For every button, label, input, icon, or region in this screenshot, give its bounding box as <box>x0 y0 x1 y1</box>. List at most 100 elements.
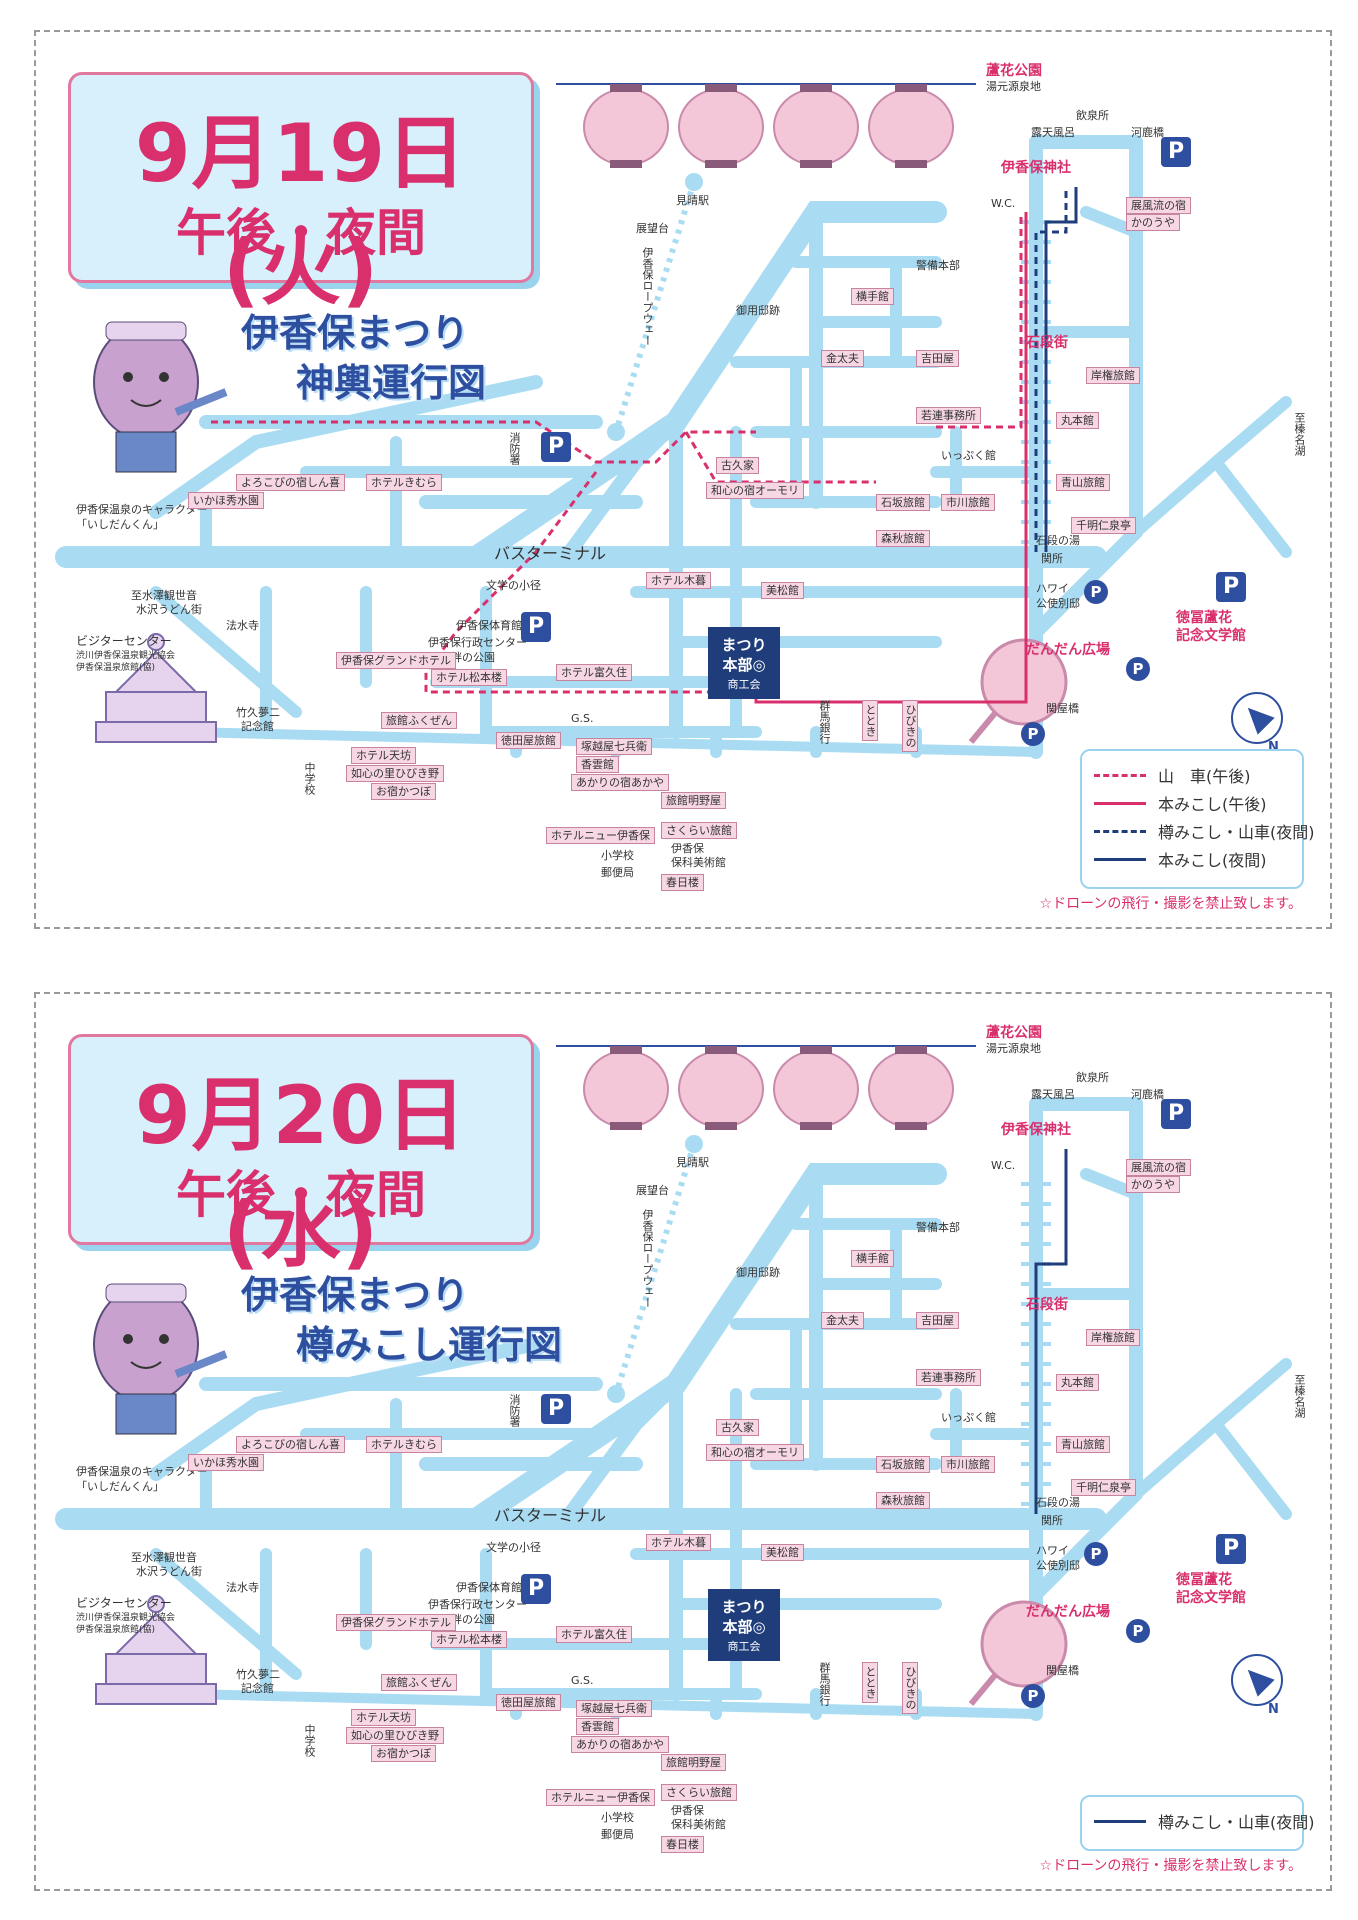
label-totoki: ととき <box>862 700 878 741</box>
map-title-line2: 樽みこし運行図 <box>296 1323 563 1367</box>
parking-icon: P <box>1161 1099 1191 1129</box>
label-inryo: 飲泉所 <box>1076 109 1109 122</box>
label-hawaii: ハワイ <box>1036 1544 1069 1557</box>
label-tenpo: ホテル天坊 <box>351 747 416 764</box>
label-sengen: 千明仁泉亭 <box>1071 517 1136 534</box>
label-newikaho: ホテルニュー伊香保 <box>546 827 655 844</box>
label-shougakkou: 小学校 <box>601 849 634 862</box>
label-ishizaka: 石坂旅館 <box>876 494 930 511</box>
label-goyou: 御用邸跡 <box>736 304 780 317</box>
label-grand: 伊香保グランドホテル <box>336 1614 456 1631</box>
label-tokudaya: 徳田屋旅館 <box>496 732 561 749</box>
legend-item: 本みこし(午後) <box>1094 791 1267 815</box>
label-ishidan: 石段街 <box>1026 335 1068 351</box>
legend-line-swatch <box>1094 773 1146 777</box>
label-kazetsu: お宿かつぼ <box>371 783 436 800</box>
legend-item: 樽みこし・山車(夜間) <box>1094 1809 1315 1833</box>
north-label: N <box>1268 740 1279 755</box>
label-kanouya: かのうや <box>1126 214 1180 231</box>
label-chuugakkou: 中学校 <box>303 762 316 795</box>
ishidan-kun-character <box>93 321 228 473</box>
legend-line-swatch <box>1094 801 1146 805</box>
label-bus-terminal: バスターミナル <box>494 1506 607 1525</box>
label-kouryu: 伊香保行政センター <box>428 636 527 649</box>
route-line <box>1044 187 1078 552</box>
label-haruna: 至榛名湖 <box>1293 412 1306 456</box>
label-wakaren: 若連事務所 <box>916 1369 981 1386</box>
label-ikaho-kanko: ひびきの <box>902 1662 918 1714</box>
label-morihide: 森秋旅館 <box>876 530 930 547</box>
label-meiya: 旅館明野屋 <box>661 792 726 809</box>
label-kimura: ホテルきむら <box>366 474 442 491</box>
label-yumoto: 湯元源泉地 <box>986 1042 1041 1055</box>
map-title-line2: 神輿運行図 <box>296 361 487 405</box>
parking-3-icon: P <box>1084 580 1108 604</box>
parking-icon: P <box>1161 137 1191 167</box>
label-yoshidaya: 吉田屋 <box>916 350 959 367</box>
label-shrine: 伊香保神社 <box>1001 160 1071 176</box>
label-visitor: ビジターセンター <box>76 1596 172 1610</box>
label-ikaho-shusui: いかほ秀水園 <box>188 492 264 509</box>
legend-item: 本みこし(夜間) <box>1094 847 1267 871</box>
label-tsukagoshi: 塚越屋七兵衛 <box>576 1700 652 1717</box>
label-tomikyu: ホテル富久住 <box>556 664 632 681</box>
label-taiikukan: 伊香保体育館 <box>456 619 522 632</box>
label-tokutomi: 徳冨蘆花 <box>1176 610 1232 626</box>
label-kimura: ホテルきむら <box>366 1436 442 1453</box>
label-mizusawa: 至水澤観世音 <box>131 1551 197 1564</box>
event-period: 午後・夜間 <box>176 204 426 262</box>
label-shibukawa: 渋川伊香保温泉観光協会 <box>76 651 176 661</box>
label-keibi: 警備本部 <box>916 259 960 272</box>
label-ishidan-yu: 石段の湯 <box>1036 1496 1080 1509</box>
street-map <box>55 83 1292 759</box>
label-kishigon: 岸権旅館 <box>1086 1329 1140 1346</box>
label-hotel-kogure: ホテル木暮 <box>646 1534 711 1551</box>
label-harunahi: 春日楼 <box>661 874 704 891</box>
label-kajikabashi: 河鹿橋 <box>1131 1088 1164 1101</box>
festival-hq: まつり 本部◎ 商工会 <box>708 627 780 699</box>
label-shougakkou: 小学校 <box>601 1811 634 1824</box>
label-kintayu: 金太夫 <box>821 350 864 367</box>
parking-1-icon: P <box>1216 1534 1246 1564</box>
label-misho: 美松館 <box>761 1544 804 1561</box>
label-takehisa2: 記念館 <box>241 720 274 733</box>
legend-item: 樽みこし・山車(夜間) <box>1094 819 1315 843</box>
label-misho: 美松館 <box>761 582 804 599</box>
label-takehisa2: 記念館 <box>241 1682 274 1695</box>
event-date: 9月20日(水) <box>135 1069 467 1278</box>
label-kizuna: 絆の公園 <box>451 1613 495 1626</box>
label-shrine: 伊香保神社 <box>1001 1122 1071 1138</box>
label-sakurai: さくらい旅館 <box>661 1784 737 1801</box>
festival-hq: まつり 本部◎ 商工会 <box>708 1589 780 1661</box>
legend-line-swatch <box>1094 857 1146 861</box>
label-koen-bessho: 公使別邸 <box>1036 597 1080 610</box>
label-tenbou-cafe: 展風流の宿 <box>1126 197 1191 214</box>
label-rokaen: 蘆花公園 <box>986 63 1042 79</box>
legend-label: 本みこし <box>1158 795 1223 814</box>
drone-notice: ☆ドローンの飛行・撮影を禁止致します。 <box>1039 1858 1302 1874</box>
label-kazetsu: お宿かつぼ <box>371 1745 436 1762</box>
legend-note: (午後) <box>1206 767 1251 786</box>
label-wakaren: 若連事務所 <box>916 407 981 424</box>
event-date: 9月19日(火) <box>135 107 467 316</box>
label-tenpo: ホテル天坊 <box>351 1709 416 1726</box>
label-kizuna: 絆の公園 <box>451 651 495 664</box>
label-hoka: 伊香保 <box>671 842 704 855</box>
label-matsumoto: ホテル松本楼 <box>431 1631 507 1648</box>
label-ishizaka: 石坂旅館 <box>876 1456 930 1473</box>
lantern-decoration <box>556 83 976 168</box>
character-caption: 伊香保温泉のキャラクター 「いしだんくん」 <box>76 1465 208 1493</box>
label-shibukawa: 渋川伊香保温泉観光協会 <box>76 1613 176 1623</box>
label-housuiji: 法水寺 <box>226 619 259 632</box>
label-ippuku: いっぷく館 <box>941 1411 996 1424</box>
label-fukuzen: 旅館ふくぜん <box>381 1674 457 1691</box>
label-goyou: 御用邸跡 <box>736 1266 780 1279</box>
label-morihide: 森秋旅館 <box>876 1492 930 1509</box>
parking-2-icon: P <box>1126 657 1150 681</box>
label-ikaho-ryokan: 伊香保温泉旅館(協) <box>76 1625 156 1635</box>
label-yubinkyoku: 郵便局 <box>601 1828 634 1841</box>
legend-note: (夜間) <box>1270 823 1315 842</box>
label-gunma: 群馬銀行 <box>818 700 831 744</box>
label-yokote: 横手館 <box>851 1250 894 1267</box>
north-label: N <box>1268 1702 1279 1717</box>
